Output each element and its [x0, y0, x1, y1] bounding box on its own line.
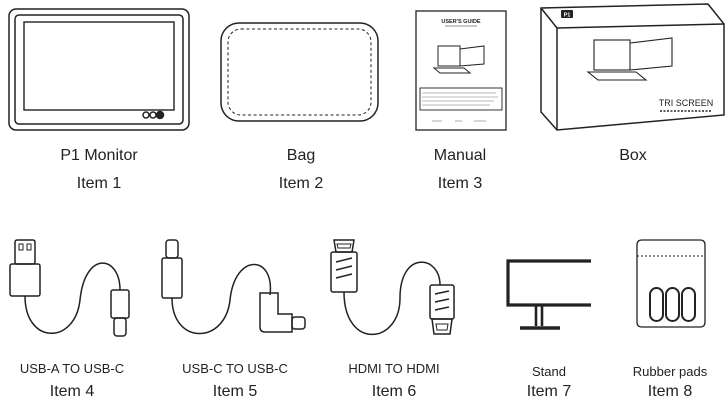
item-name-usb-a-to-usb-c: USB-A TO USB-C — [19, 361, 125, 376]
item-name-manual: Manual — [433, 147, 487, 164]
item-name-box: Box — [619, 147, 647, 164]
item-name-hdmi-to-hdmi: HDMI TO HDMI — [348, 361, 440, 376]
manual-cover-title: USER'S GUIDE — [441, 19, 481, 25]
stand-illustration — [506, 259, 591, 330]
item-name-usb-c-to-usb-c: USB-C TO USB-C — [182, 361, 288, 376]
item-name-p1-monitor: P1 Monitor — [60, 147, 138, 164]
item-number-4: Item 4 — [49, 383, 95, 400]
item-number-7: Item 7 — [526, 383, 572, 400]
box-illustration: P1 TRI SCREEN — [540, 3, 725, 131]
monitor-illustration — [8, 8, 190, 131]
item-number-3: Item 3 — [437, 175, 483, 192]
bag-illustration — [220, 22, 379, 122]
box-badge: P1 — [564, 13, 571, 19]
item-name-rubber-pads: Rubber pads — [632, 364, 708, 379]
item-name-bag: Bag — [286, 147, 316, 164]
hdmi-to-hdmi-cable — [330, 239, 455, 335]
usb-c-to-usb-c-cable — [161, 239, 306, 335]
item-number-2: Item 2 — [278, 175, 324, 192]
manual-illustration: USER'S GUIDE — [415, 10, 507, 131]
item-name-stand: Stand — [532, 364, 566, 379]
item-number-1: Item 1 — [76, 175, 122, 192]
rubber-pads-illustration — [636, 239, 706, 328]
usb-a-to-usb-c-cable — [9, 239, 130, 337]
box-title: TRI SCREEN — [659, 98, 714, 108]
item-number-8: Item 8 — [647, 383, 693, 400]
item-number-6: Item 6 — [371, 383, 417, 400]
item-number-5: Item 5 — [212, 383, 258, 400]
